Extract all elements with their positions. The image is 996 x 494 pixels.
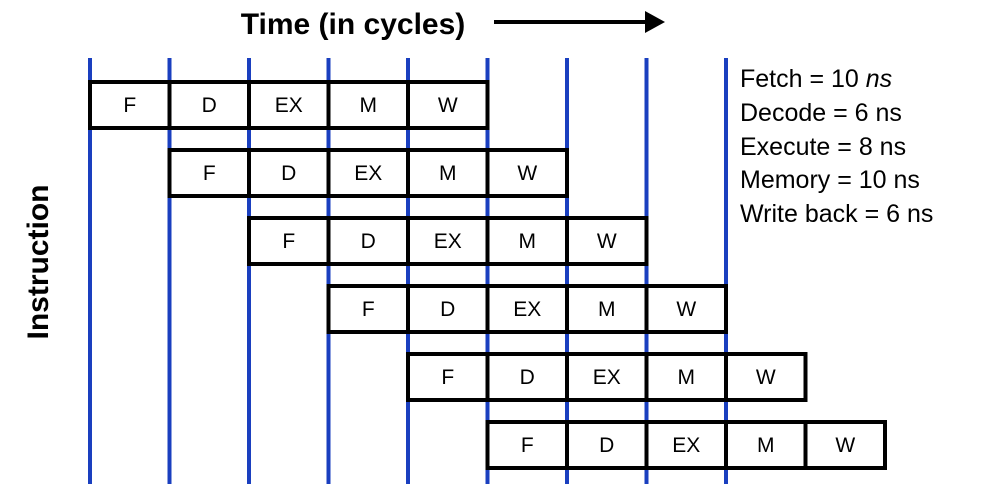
stage-label: M [678,366,696,389]
stage-label: W [517,162,537,185]
stage-label: EX [275,94,303,117]
diagram-title: Time (in cycles) [241,8,466,41]
stage-box [326,80,410,130]
stage-label: F [282,230,295,253]
stage-label: W [835,434,855,457]
legend-fetch-label: Fetch = 10 [740,65,866,93]
stage-box [406,148,490,198]
stage-box [326,284,410,334]
stage-label: W [438,94,458,117]
stage-label: M [757,434,775,457]
stage-box [485,216,569,266]
stage-label: M [360,94,378,117]
stage-label: M [439,162,457,185]
instruction-row: F D EX M W [88,80,490,130]
legend-fetch: Fetch = 10 ns [740,63,892,96]
stage-label: EX [672,434,700,457]
stage-label: W [676,298,696,321]
stage-box [406,216,490,266]
stage-box [485,352,569,402]
stage-box [406,80,490,130]
legend-memory: Memory = 10 ns [740,166,920,194]
stage-label: D [599,434,614,457]
stage-label: F [441,366,454,389]
stage-label: F [123,94,136,117]
stage-box [565,216,649,266]
stage-label: D [361,230,376,253]
stage-label: F [362,298,375,321]
legend-writeback: Write back = 6 ns [740,200,934,228]
instruction-row: F D EX M W [326,284,728,334]
legend-decode: Decode = 6 ns [740,99,902,127]
time-arrow [494,11,665,33]
stage-box [247,216,331,266]
stage-box [485,148,569,198]
stage-label: D [281,162,296,185]
stage-box [644,420,728,470]
instruction-row: F D EX M W [485,420,887,470]
instruction-rows: F D EX M W F D EX M W F D EX M W F D EX M W F D EX M W F D EX M W [88,80,887,470]
stage-label: EX [354,162,382,185]
stage-label: M [598,298,616,321]
stage-label: W [756,366,776,389]
instruction-row: F D EX M W [247,216,649,266]
stage-box [326,148,410,198]
stage-label: F [521,434,534,457]
stage-box [724,352,808,402]
stage-label: D [202,94,217,117]
instruction-row: F D EX M W [167,148,569,198]
stage-box [724,420,808,470]
instruction-row: F D EX M W [406,352,808,402]
stage-label: EX [593,366,621,389]
stage-label: EX [434,230,462,253]
stage-label: W [597,230,617,253]
stage-box [644,284,728,334]
legend-execute: Execute = 8 ns [740,133,907,161]
stage-label: EX [513,298,541,321]
stage-box [803,420,887,470]
stage-label: D [520,366,535,389]
stage-box [485,420,569,470]
stage-label: M [519,230,537,253]
legend-fetch-unit: ns [865,65,893,93]
y-axis-label: Instruction [22,185,55,340]
stage-label: F [203,162,216,185]
stage-box [406,284,490,334]
stage-label: D [440,298,455,321]
